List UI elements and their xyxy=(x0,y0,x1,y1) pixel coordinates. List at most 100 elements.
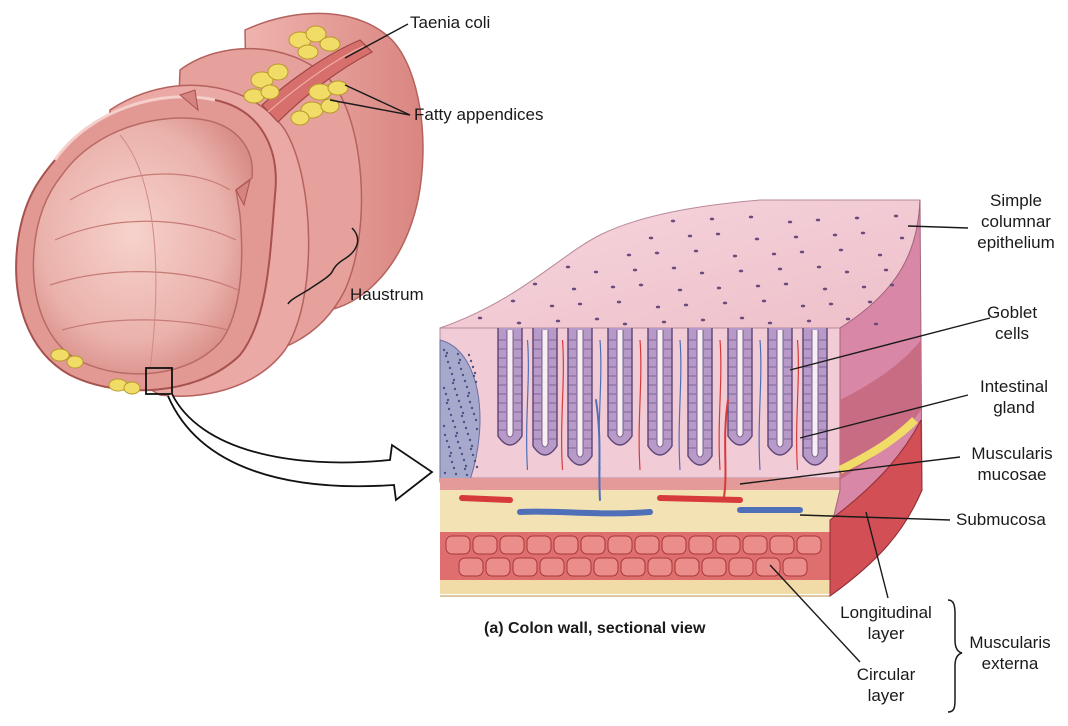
lymphocyte xyxy=(468,354,470,356)
gland-opening xyxy=(733,255,737,258)
label-line: mucosae xyxy=(960,464,1064,485)
lymphocyte xyxy=(449,367,451,369)
gland-opening xyxy=(678,289,682,292)
gland-opening xyxy=(595,318,599,321)
gland-opening xyxy=(656,306,660,309)
intestinal-gland xyxy=(533,328,557,455)
gland-opening xyxy=(594,271,598,274)
lymphocyte xyxy=(472,366,474,368)
lymphocyte xyxy=(466,386,468,388)
gland-opening xyxy=(671,220,675,223)
gland-opening xyxy=(874,323,878,326)
muscle-cell xyxy=(621,558,645,576)
muscle-cell xyxy=(486,558,510,576)
lymphocyte xyxy=(450,414,452,416)
lymphocyte xyxy=(475,381,477,383)
gland-opening xyxy=(817,266,821,269)
muscle-cell xyxy=(689,536,713,554)
label-line: layer xyxy=(836,685,936,706)
lymphocyte xyxy=(448,446,450,448)
lymphocyte xyxy=(450,452,452,454)
label-line: Muscularis xyxy=(960,443,1064,464)
lymphocyte xyxy=(447,361,449,363)
lymphocyte xyxy=(456,394,458,396)
gland-opening xyxy=(800,251,804,254)
lymphocyte xyxy=(457,353,459,355)
lymphocyte xyxy=(460,406,462,408)
zoom-arrow xyxy=(168,394,432,500)
lymphocyte xyxy=(471,445,473,447)
lymphocyte xyxy=(461,415,463,417)
label-line: layer xyxy=(826,623,946,644)
label-muscularis-externa: Muscularis externa xyxy=(960,632,1060,674)
gland-opening xyxy=(862,286,866,289)
lymphocyte xyxy=(473,375,475,377)
intestinal-gland xyxy=(728,328,752,445)
muscle-cell xyxy=(540,558,564,576)
lymphocyte xyxy=(474,372,476,374)
longitudinal-muscle-front xyxy=(440,580,830,594)
muscle-cell xyxy=(797,536,821,554)
lymphocyte xyxy=(455,435,457,437)
muscle-cell xyxy=(446,536,470,554)
lymphocyte xyxy=(473,413,475,415)
gland-opening xyxy=(478,317,482,320)
gland-opening xyxy=(556,320,560,323)
lymphocyte xyxy=(462,374,464,376)
lymphocyte xyxy=(453,467,455,469)
label-line: Circular xyxy=(836,664,936,685)
lymphocyte xyxy=(472,454,474,456)
gland-opening xyxy=(627,254,631,257)
gland-opening xyxy=(894,215,898,218)
gland-opening xyxy=(845,271,849,274)
lymphocyte xyxy=(454,388,456,390)
gland-opening xyxy=(823,288,827,291)
lymphocyte xyxy=(463,421,465,423)
gland-opening xyxy=(878,254,882,257)
gland-opening xyxy=(633,269,637,272)
lymphocyte xyxy=(455,473,457,475)
gland-opening xyxy=(739,270,743,273)
lymphocyte xyxy=(467,395,469,397)
lymphocyte xyxy=(465,427,467,429)
lymphocyte xyxy=(445,355,447,357)
muscle-cell xyxy=(783,558,807,576)
lymphocyte xyxy=(466,474,468,476)
gland-opening xyxy=(655,252,659,255)
muscle-cell xyxy=(729,558,753,576)
lymphocyte xyxy=(443,387,445,389)
label-longitudinal-layer: Longitudinal layer xyxy=(826,602,946,644)
intestinal-gland xyxy=(568,328,592,465)
gland-opening xyxy=(772,253,776,256)
lymphocyte xyxy=(468,392,470,394)
intestinal-gland xyxy=(608,328,632,445)
lymphocyte xyxy=(457,441,459,443)
lymphocyte xyxy=(476,428,478,430)
muscle-cell xyxy=(527,536,551,554)
muscle-cell xyxy=(473,536,497,554)
lymphocyte xyxy=(451,461,453,463)
gland-opening xyxy=(807,320,811,323)
gland-opening xyxy=(572,288,576,291)
muscle-cell xyxy=(581,536,605,554)
label-muscularis-mucosae: Muscularis mucosae xyxy=(960,443,1064,485)
gland-opening xyxy=(566,266,570,269)
muscle-cell xyxy=(716,536,740,554)
lymphocyte xyxy=(474,460,476,462)
gland-opening xyxy=(816,219,820,222)
muscle-cell xyxy=(743,536,767,554)
lymphocyte xyxy=(451,373,453,375)
lymphocyte xyxy=(467,433,469,435)
lymphocyte xyxy=(470,360,472,362)
gland-opening xyxy=(716,233,720,236)
muscle-cell xyxy=(662,536,686,554)
lymphocyte xyxy=(459,359,461,361)
label-line: Simple xyxy=(966,190,1066,211)
intestinal-gland xyxy=(498,328,522,445)
gland-opening xyxy=(801,305,805,308)
lymphocyte xyxy=(452,420,454,422)
label-line: Longitudinal xyxy=(826,602,946,623)
lymphocyte xyxy=(459,447,461,449)
label-fatty-appendices: Fatty appendices xyxy=(414,104,543,125)
gland-opening xyxy=(611,286,615,289)
